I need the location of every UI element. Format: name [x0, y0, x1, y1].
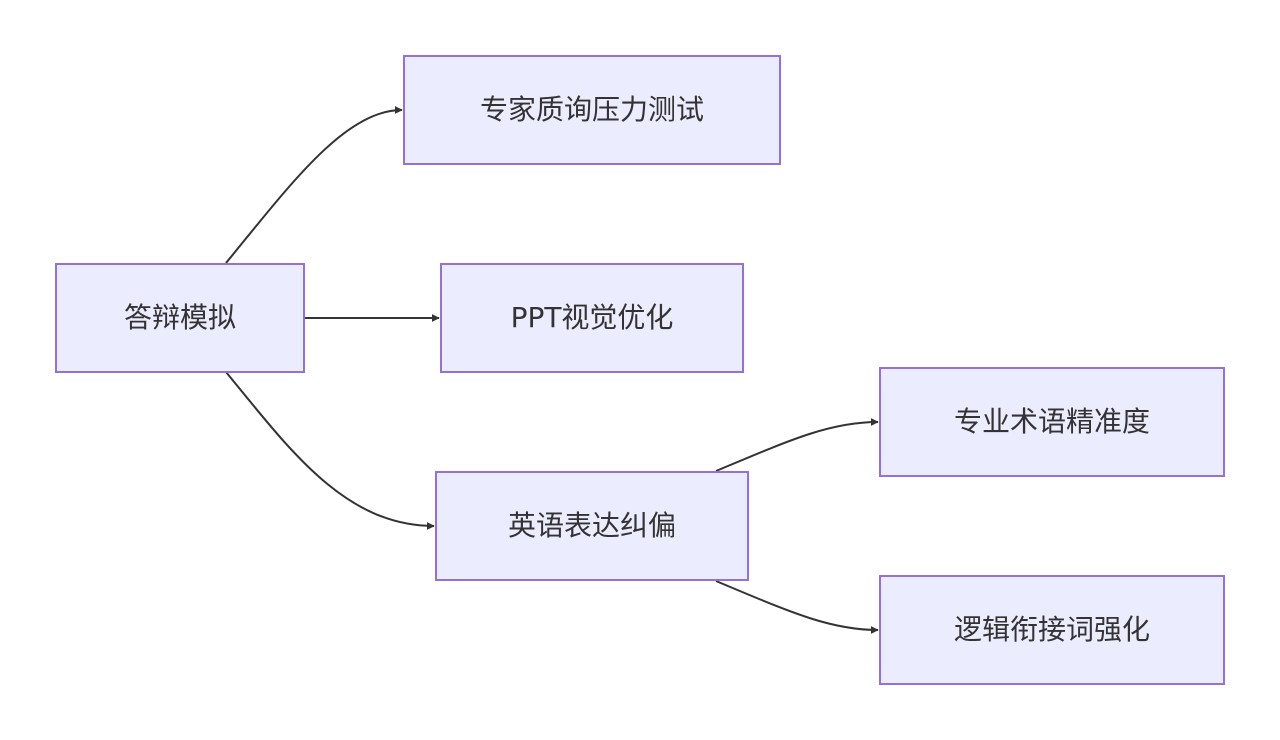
node-logic: 逻辑衔接词强化: [879, 575, 1225, 685]
node-english-box: [435, 471, 749, 581]
edge-english-to-terms: [715, 418, 879, 472]
node-ppt-box: [440, 263, 744, 373]
node-logic-box: [879, 575, 1225, 685]
node-logic-label: 逻辑衔接词强化: [954, 613, 1150, 646]
node-english: 英语表达纠偏: [435, 471, 749, 581]
node-ppt-label: PPT视觉优化: [511, 301, 674, 334]
node-terms-label: 专业术语精准度: [954, 405, 1150, 438]
node-ppt: PPT视觉优化: [440, 263, 744, 373]
node-terms: 专业术语精准度: [879, 367, 1225, 477]
node-expert: 专家质询压力测试: [403, 55, 781, 165]
node-root-box: [55, 263, 305, 373]
node-expert-box: [403, 55, 781, 165]
edge-root-to-expert: [225, 106, 403, 264]
node-root: 答辩模拟: [55, 263, 305, 373]
node-root-label: 答辩模拟: [124, 301, 236, 334]
edge-english-to-logic: [715, 580, 879, 634]
node-expert-label: 专家质询压力测试: [480, 93, 704, 126]
node-terms-box: [879, 367, 1225, 477]
edges: [225, 106, 879, 634]
edge-root-to-english: [225, 371, 435, 530]
node-english-label: 英语表达纠偏: [508, 509, 676, 542]
